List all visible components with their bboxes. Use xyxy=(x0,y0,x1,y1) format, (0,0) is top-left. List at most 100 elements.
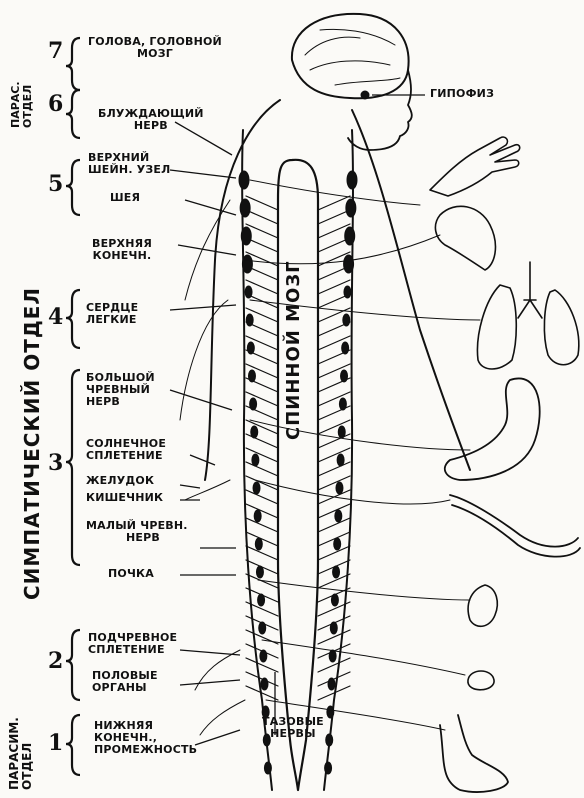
ganglion-right xyxy=(327,706,334,718)
level-number-4: 4 xyxy=(48,306,63,328)
ganglion-left xyxy=(242,255,252,273)
brain-gyri xyxy=(305,29,400,85)
spinal-root-left xyxy=(246,448,278,462)
spinal-root-left xyxy=(246,490,278,504)
ganglion-left xyxy=(248,370,255,382)
spinal-root-left xyxy=(246,504,278,518)
ganglion-left xyxy=(258,594,265,606)
spinal-root-right xyxy=(318,448,350,462)
level-number-2: 2 xyxy=(48,650,63,672)
label-lesser-splanchnic: МАЛЫЙ ЧРЕВН.НЕРВ xyxy=(86,520,188,544)
label-pituitary: ГИПОФИЗ xyxy=(430,88,494,100)
ganglion-left xyxy=(264,762,271,774)
ganglion-right xyxy=(325,762,332,774)
ganglion-right xyxy=(329,650,336,662)
ganglion-left xyxy=(252,454,259,466)
ganglion-right xyxy=(347,171,357,189)
spinal-root-right xyxy=(318,462,350,476)
spinal-root-right xyxy=(318,476,350,490)
spinal-root-left xyxy=(246,210,278,224)
ganglion-right xyxy=(343,314,350,326)
spinal-root-left xyxy=(246,546,278,560)
ganglion-left xyxy=(240,199,250,217)
foot xyxy=(440,715,508,792)
spinal-root-left xyxy=(246,196,278,210)
right-lung xyxy=(544,290,578,365)
level-number-7: 7 xyxy=(48,40,63,62)
ganglion-left xyxy=(260,650,267,662)
spinal-root-left xyxy=(246,518,278,532)
label-lower-limb: НИЖНЯЯКОНЕЧН.,ПРОМЕЖНОСТЬ xyxy=(94,720,197,756)
ganglion-right xyxy=(333,566,340,578)
spinal-root-right xyxy=(318,546,350,560)
ganglion-left xyxy=(247,342,254,354)
right-vagus-branch xyxy=(352,110,470,470)
label-heart-lungs: СЕРДЦЕЛЕГКИЕ xyxy=(86,302,138,326)
ganglion-right xyxy=(330,622,337,634)
trachea xyxy=(518,262,542,318)
ganglion-left xyxy=(254,510,261,522)
ganglion-right xyxy=(346,199,356,217)
intestine-organ xyxy=(450,495,580,557)
ganglion-right xyxy=(344,286,351,298)
spinal-root-right xyxy=(318,210,350,224)
ganglion-left xyxy=(239,171,249,189)
spinal-root-right xyxy=(318,504,350,518)
ganglion-right xyxy=(328,678,335,690)
ganglion-left xyxy=(253,482,260,494)
spinal-cord-outline xyxy=(278,160,318,790)
label-hypogastric: ПОДЧРЕВНОЕСПЛЕТЕНИЕ xyxy=(88,632,177,656)
hand xyxy=(430,137,520,196)
ganglion-left xyxy=(256,566,263,578)
label-neck: ШЕЯ xyxy=(110,192,140,204)
ganglion-right xyxy=(334,538,341,550)
spinal-root-left xyxy=(246,462,278,476)
spinal-root-right xyxy=(318,196,350,210)
ganglion-right xyxy=(331,594,338,606)
ganglion-left xyxy=(255,538,262,550)
pituitary-gland xyxy=(361,91,369,99)
ganglion-right xyxy=(326,734,333,746)
spinal-root-right xyxy=(318,434,350,448)
label-stomach: ЖЕЛУДОК xyxy=(86,475,154,487)
brain-outline xyxy=(292,14,409,98)
ganglion-left xyxy=(251,426,258,438)
ganglion-right xyxy=(344,255,354,273)
bladder xyxy=(468,671,494,690)
ganglion-left xyxy=(241,227,251,245)
ganglion-right xyxy=(339,398,346,410)
level-number-3: 3 xyxy=(48,452,63,474)
ganglion-right xyxy=(335,510,342,522)
label-greater-splanchnic: БОЛЬШОЙЧРЕВНЫЙНЕРВ xyxy=(86,372,155,408)
ganglion-left xyxy=(246,314,253,326)
label-intestine: КИШЕЧНИК xyxy=(86,492,163,504)
kidney-organ xyxy=(468,585,497,626)
ganglion-left xyxy=(259,622,266,634)
left-lung xyxy=(477,285,516,369)
spinal-root-right xyxy=(318,518,350,532)
ganglion-right xyxy=(336,482,343,494)
label-kidney: ПОЧКА xyxy=(108,568,154,580)
ganglion-left xyxy=(245,286,252,298)
ganglion-right xyxy=(342,342,349,354)
heart xyxy=(435,206,495,270)
spinal-root-left xyxy=(246,434,278,448)
brackets xyxy=(66,38,80,775)
level-number-5: 5 xyxy=(48,173,63,195)
division-sympathetic: СИМПАТИЧЕСКИЙ ОТДЕЛ xyxy=(20,287,44,600)
ganglion-right xyxy=(345,227,355,245)
stomach-organ xyxy=(445,378,540,480)
ganglion-right xyxy=(338,426,345,438)
spinal-root-left xyxy=(246,476,278,490)
division-parasympathetic-lower: ПАРАСИМ. ОТДЕЛ xyxy=(8,717,34,790)
ganglion-left xyxy=(250,398,257,410)
ganglion-right xyxy=(337,454,344,466)
division-parasympathetic-upper: ПАРАС. ОТДЕЛ xyxy=(10,81,34,128)
